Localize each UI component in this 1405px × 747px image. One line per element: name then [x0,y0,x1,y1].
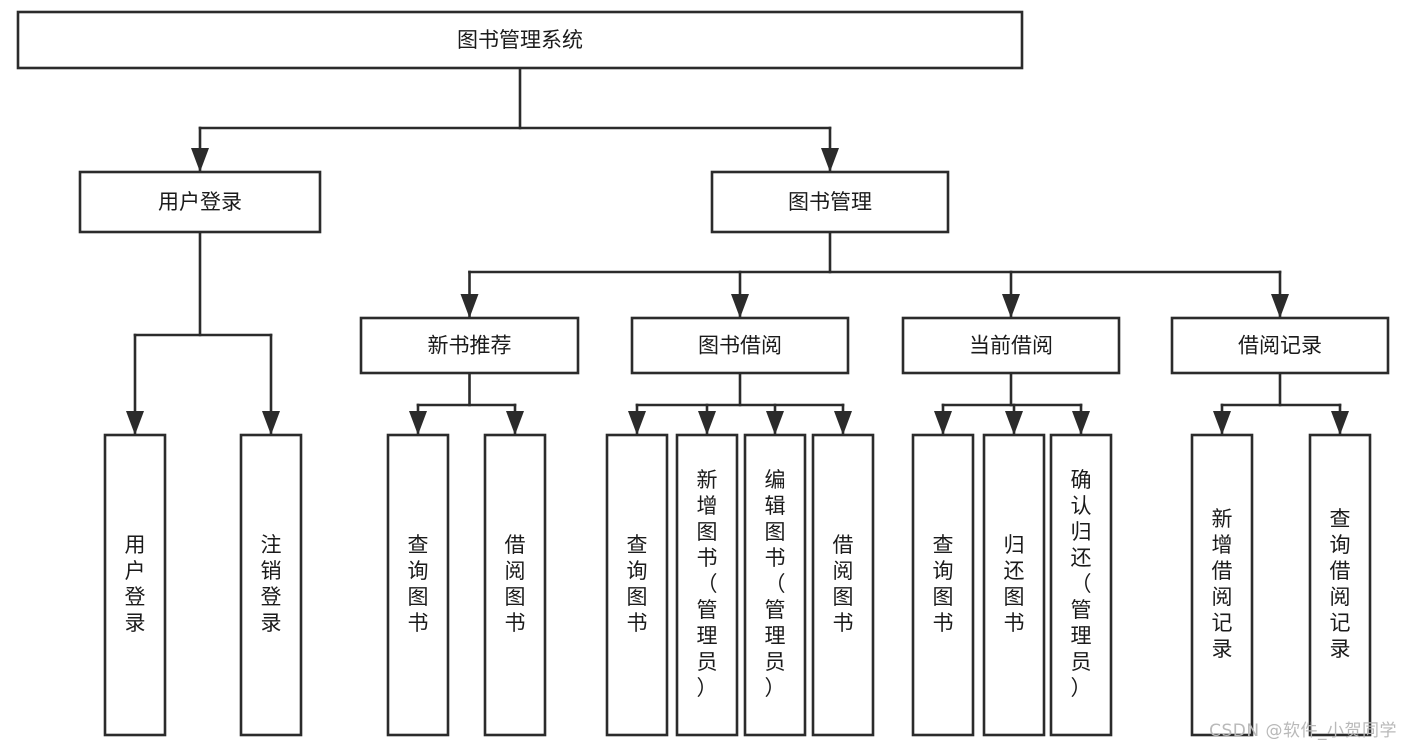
node-l3-当前借阅[interactable]: 当前借阅 [901,316,1121,375]
node-label: 当前借阅 [969,334,1053,358]
connector-layer [126,66,1349,437]
arrowhead-icon [506,411,524,435]
node-leaf-确认归还管理员[interactable]: 确认归还（管理员） [1049,433,1113,737]
node-label: 借阅记录 [1238,334,1322,358]
node-rect [901,316,1121,375]
node-leaf-注销登录[interactable]: 注销登录 [239,433,303,737]
node-leaf-查询图书[interactable]: 查询图书 [911,433,975,737]
node-label: 图书借阅 [698,334,782,358]
node-l3-借阅记录[interactable]: 借阅记录 [1170,316,1390,375]
arrowhead-icon [766,411,784,435]
arrowhead-icon [1331,411,1349,435]
arrowhead-icon [821,148,839,172]
node-label: 归还图书 [1004,533,1025,635]
node-rect [103,433,167,737]
node-leaf-借阅图书[interactable]: 借阅图书 [483,433,547,737]
node-rect [710,170,950,234]
node-label: 新书推荐 [428,334,512,358]
node-rect [911,433,975,737]
node-rect [1190,433,1254,737]
node-leaf-借阅图书[interactable]: 借阅图书 [811,433,875,737]
arrowhead-icon [1002,294,1020,318]
arrowhead-icon [834,411,852,435]
node-rect [359,316,580,375]
arrowhead-icon [409,411,427,435]
node-rect [743,433,807,737]
node-label: 查询借阅记录 [1330,507,1351,661]
node-rect [811,433,875,737]
arrowhead-icon [1213,411,1231,435]
arrowhead-icon [698,411,716,435]
arrowhead-icon [731,294,749,318]
node-label: 用户登录 [158,190,242,214]
node-label: 新增图书（管理员） [697,468,718,700]
node-label: 注销登录 [261,533,282,635]
node-label: 用户登录 [125,533,146,635]
node-leaf-查询图书[interactable]: 查询图书 [605,433,669,737]
arrowhead-icon [1271,294,1289,318]
arrowhead-icon [1072,411,1090,435]
node-rect [605,433,669,737]
node-rect [1308,433,1372,737]
node-l3-图书借阅[interactable]: 图书借阅 [630,316,850,375]
node-rect [675,433,739,737]
node-label: 查询图书 [408,533,429,635]
arrowhead-icon [126,411,144,435]
node-label: 新增借阅记录 [1212,507,1233,661]
node-leaf-新增借阅记录[interactable]: 新增借阅记录 [1190,433,1254,737]
arrowhead-icon [191,148,209,172]
node-l2-图书管理[interactable]: 图书管理 [710,170,950,234]
arrowhead-icon [934,411,952,435]
node-label: 图书管理系统 [457,28,583,52]
node-rect [78,170,322,234]
node-rect [630,316,850,375]
arrowhead-icon [460,294,479,318]
arrowhead-icon [262,411,280,435]
node-rect [1170,316,1390,375]
node-layer: 图书管理系统用户登录图书管理新书推荐图书借阅当前借阅借阅记录用户登录注销登录查询… [16,10,1390,737]
node-rect [1049,433,1113,737]
node-label: 图书管理 [788,190,872,214]
node-label: 借阅图书 [833,533,854,635]
node-leaf-归还图书[interactable]: 归还图书 [982,433,1046,737]
node-root-图书管理系统[interactable]: 图书管理系统 [16,10,1024,70]
node-label: 确认归还（管理员） [1071,468,1092,700]
node-rect [982,433,1046,737]
node-leaf-查询图书[interactable]: 查询图书 [386,433,450,737]
node-label: 查询图书 [933,533,954,635]
node-label: 编辑图书（管理员） [765,468,786,700]
node-label: 借阅图书 [505,533,526,635]
node-leaf-编辑图书管理员[interactable]: 编辑图书（管理员） [743,433,807,737]
arrowhead-icon [628,411,646,435]
node-rect [483,433,547,737]
node-rect [239,433,303,737]
node-l3-新书推荐[interactable]: 新书推荐 [359,316,580,375]
node-l2-用户登录[interactable]: 用户登录 [78,170,322,234]
node-label: 查询图书 [627,533,648,635]
arrowhead-icon [1005,411,1023,435]
node-leaf-查询借阅记录[interactable]: 查询借阅记录 [1308,433,1372,737]
node-leaf-新增图书管理员[interactable]: 新增图书（管理员） [675,433,739,737]
node-rect [386,433,450,737]
node-rect [16,10,1024,70]
node-leaf-用户登录[interactable]: 用户登录 [103,433,167,737]
